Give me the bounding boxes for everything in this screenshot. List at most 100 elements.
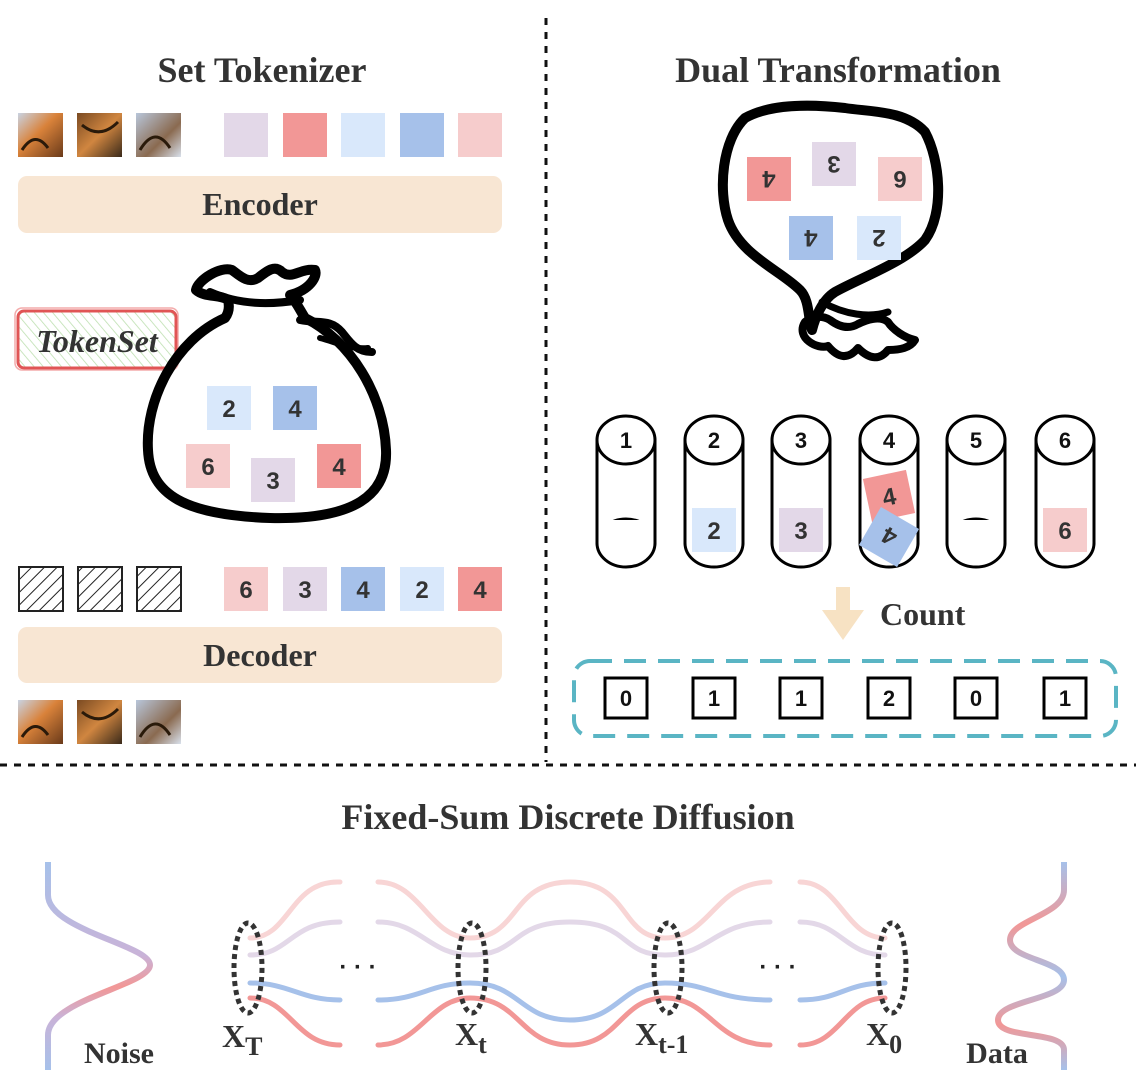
bag-token-label: 4 (332, 454, 346, 481)
bins: 1 2 2 3 3 (595, 414, 1096, 569)
bin-label: 3 (795, 428, 807, 453)
noise-curve (45, 862, 154, 1070)
count-label: Count (880, 596, 966, 632)
tokenset-badge: TokenSet (14, 307, 179, 371)
x-label-t: Xt (455, 1016, 487, 1059)
data-label: Data (966, 1037, 1028, 1070)
timepoint-ellipse-t (455, 920, 489, 1016)
timepoint-ellipse-T (231, 920, 265, 1016)
decoder-token (458, 567, 502, 611)
encoder-token (224, 113, 268, 157)
mask-tokens (18, 566, 182, 612)
set-tokenizer-panel: Set Tokenizer Encoder TokenSet (14, 50, 502, 744)
bin-label: 6 (1059, 428, 1071, 453)
timepoint-ellipse-t-1 (651, 920, 685, 1016)
count-value: 1 (1059, 686, 1071, 711)
x-label-t-1: Xt-1 (635, 1016, 688, 1059)
bin-2: 2 2 (683, 414, 745, 569)
bin-4: 4 4 4 (858, 414, 920, 569)
bin-label: 2 (708, 428, 720, 453)
bin-token-label: 6 (1058, 518, 1071, 545)
bin-label: 5 (970, 428, 982, 453)
encoder-label: Encoder (202, 186, 318, 222)
decoder-token-label: 4 (356, 577, 370, 604)
flow-segment-5 (797, 879, 888, 1048)
token-bag (142, 263, 392, 524)
count-value: 0 (970, 686, 982, 711)
tokenset-label: TokenSet (36, 323, 159, 359)
decoder-token-label: 3 (298, 577, 311, 604)
bag-token (251, 458, 295, 502)
input-images (18, 113, 181, 157)
dual-bag-token-label: 4 (804, 224, 818, 251)
bag-token-label: 2 (222, 396, 235, 423)
count-value: 0 (620, 686, 632, 711)
bin-token-label: 2 (707, 518, 720, 545)
output-images (18, 700, 181, 744)
counts-box (572, 659, 1118, 738)
bag-token (207, 386, 251, 430)
dual-bag-token-label: 4 (762, 165, 776, 192)
tiger-image-1 (18, 113, 63, 157)
count-value: 1 (795, 686, 807, 711)
timepoint-ellipse-0 (875, 920, 909, 1016)
bin-3: 3 3 (770, 414, 832, 569)
decoder-token (224, 567, 268, 611)
decoder-token (400, 567, 444, 611)
decoder-token-label: 6 (239, 577, 252, 604)
inverted-bag (717, 100, 944, 362)
count-arrow: Count (822, 587, 966, 640)
bin-label: 1 (620, 428, 632, 453)
tiger-image-out-3 (136, 700, 181, 744)
bag-tokens: 2 4 6 3 4 (186, 386, 361, 502)
encoder-token (458, 113, 502, 157)
mask-token (136, 566, 182, 612)
count-value: 2 (883, 686, 895, 711)
tiger-image-out-2 (77, 700, 122, 744)
flow-segment-3 (467, 879, 668, 1048)
bag-token-label: 4 (288, 396, 302, 423)
dual-transformation-title: Dual Transformation (675, 50, 1001, 90)
set-tokenizer-title: Set Tokenizer (157, 50, 366, 90)
tiger-image-out-1 (18, 700, 63, 744)
dual-bag-token-label: 3 (827, 150, 840, 177)
flow-segment-1 (247, 879, 343, 1048)
dual-bag-tokens: 4 3 6 4 2 (747, 142, 922, 260)
bin-1: 1 (595, 414, 657, 569)
x-label-0: X0 (866, 1016, 902, 1059)
count-value: 1 (708, 686, 720, 711)
decoder-box (18, 627, 502, 683)
noise-label: Noise (84, 1037, 154, 1070)
bag-token-label: 6 (201, 454, 214, 481)
encoder-token (341, 113, 385, 157)
counts: 0 1 1 2 0 1 (603, 676, 1088, 720)
encoder-token (400, 113, 444, 157)
tiger-image-3 (136, 113, 181, 157)
ellipsis-1: · · · (339, 954, 376, 981)
bin-token-label: 3 (794, 518, 807, 545)
mask-token (18, 566, 64, 612)
x-label-T: XT (222, 1018, 262, 1061)
decoder-token-label: 2 (415, 577, 428, 604)
diffusion-panel: Fixed-Sum Discrete Diffusion Noise Data (45, 797, 1068, 1070)
bin-label: 4 (883, 428, 896, 453)
bag-token (186, 444, 230, 488)
bag-token-label: 3 (266, 468, 279, 495)
encoder-box (18, 176, 502, 233)
bin-6: 6 6 (1034, 414, 1096, 569)
fixed-sum-title: Fixed-Sum Discrete Diffusion (341, 797, 794, 837)
decoder-tokens: 6 3 4 2 4 (224, 567, 502, 611)
dual-bag-token-label: 6 (893, 165, 906, 192)
dual-bag-token-label: 2 (872, 224, 885, 251)
decoder-token (283, 567, 327, 611)
tiger-image-2 (77, 113, 122, 157)
bin-5: 5 (945, 414, 1007, 569)
data-curve (994, 862, 1068, 1070)
bin-token-label: 4 (880, 483, 899, 512)
mask-token (77, 566, 123, 612)
dual-transformation-panel: Dual Transformation 4 3 6 4 2 (572, 50, 1118, 738)
decoder-token (341, 567, 385, 611)
bag-token (317, 444, 361, 488)
decoder-label: Decoder (203, 637, 317, 673)
